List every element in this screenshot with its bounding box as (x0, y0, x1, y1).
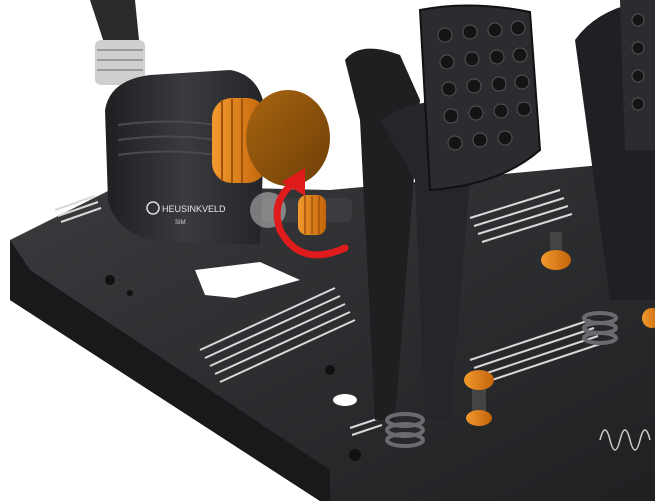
pedal-face-holes (437, 20, 532, 151)
housing-sub-label: SIM (175, 220, 186, 226)
travel-adjust-screw-middle[interactable] (541, 232, 571, 270)
preload-adjustment-knob[interactable] (212, 90, 330, 186)
pedal-spring-left (385, 412, 425, 448)
travel-adjust-screw-front[interactable] (464, 370, 494, 426)
travel-adjust-screw-right[interactable] (642, 308, 655, 328)
plate-stripes-right (349, 189, 601, 436)
plate-stripes-left (54, 195, 356, 383)
rotate-clockwise-arrow-icon (273, 168, 349, 259)
pedal-left[interactable] (345, 4, 542, 421)
hydraulic-hose (90, 0, 145, 85)
housing-brand-label: HEUSINKVELD (162, 204, 226, 214)
brand-logo-icon (146, 201, 160, 215)
signature-mark (599, 429, 651, 451)
pedal-right[interactable] (575, 0, 655, 300)
pedal-spring-right (582, 311, 618, 345)
